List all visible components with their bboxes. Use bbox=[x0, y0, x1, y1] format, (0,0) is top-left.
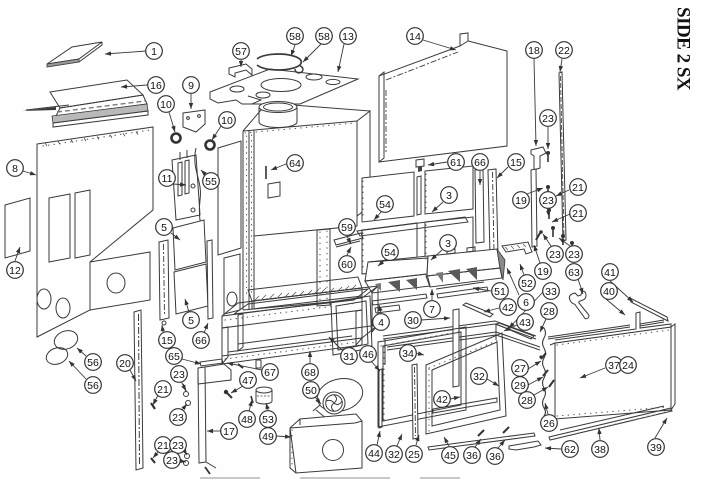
svg-text:10: 10 bbox=[221, 115, 233, 127]
svg-text:45: 45 bbox=[444, 450, 456, 462]
svg-text:16: 16 bbox=[150, 80, 162, 92]
svg-text:23: 23 bbox=[568, 249, 580, 261]
svg-text:27: 27 bbox=[514, 363, 526, 375]
svg-text:28: 28 bbox=[543, 306, 555, 318]
svg-text:30: 30 bbox=[407, 315, 419, 327]
svg-text:SIDE 2 SX: SIDE 2 SX bbox=[673, 7, 694, 91]
svg-text:25: 25 bbox=[408, 449, 420, 461]
svg-text:49: 49 bbox=[262, 431, 274, 443]
svg-text:43: 43 bbox=[519, 317, 531, 329]
svg-text:36: 36 bbox=[489, 451, 501, 463]
svg-text:7: 7 bbox=[429, 304, 435, 316]
svg-text:41: 41 bbox=[604, 267, 616, 279]
svg-text:62: 62 bbox=[564, 444, 576, 456]
svg-text:5: 5 bbox=[161, 222, 167, 234]
svg-text:38: 38 bbox=[594, 444, 606, 456]
svg-text:5: 5 bbox=[188, 315, 194, 327]
svg-text:13: 13 bbox=[342, 31, 354, 43]
svg-text:39: 39 bbox=[650, 442, 662, 454]
svg-text:19: 19 bbox=[515, 195, 527, 207]
svg-text:40: 40 bbox=[603, 286, 615, 298]
svg-text:21: 21 bbox=[157, 440, 169, 452]
svg-text:59: 59 bbox=[341, 222, 353, 234]
svg-text:68: 68 bbox=[304, 367, 316, 379]
svg-text:9: 9 bbox=[188, 80, 194, 92]
svg-text:67: 67 bbox=[264, 367, 276, 379]
svg-text:28: 28 bbox=[521, 395, 533, 407]
svg-text:15: 15 bbox=[510, 157, 522, 169]
svg-text:32: 32 bbox=[473, 371, 485, 383]
svg-text:66: 66 bbox=[195, 335, 207, 347]
svg-text:46: 46 bbox=[362, 349, 374, 361]
svg-text:61: 61 bbox=[450, 157, 462, 169]
svg-text:10: 10 bbox=[160, 99, 172, 111]
svg-text:34: 34 bbox=[402, 348, 414, 360]
svg-text:23: 23 bbox=[173, 369, 185, 381]
svg-text:23: 23 bbox=[549, 249, 561, 261]
svg-text:23: 23 bbox=[542, 195, 554, 207]
svg-text:60: 60 bbox=[341, 259, 353, 271]
svg-text:29: 29 bbox=[514, 380, 526, 392]
svg-text:15: 15 bbox=[161, 335, 173, 347]
svg-text:18: 18 bbox=[528, 45, 540, 57]
svg-text:33: 33 bbox=[545, 286, 557, 298]
svg-text:47: 47 bbox=[242, 375, 254, 387]
svg-text:51: 51 bbox=[494, 286, 506, 298]
svg-text:65: 65 bbox=[168, 351, 180, 363]
svg-text:23: 23 bbox=[172, 440, 184, 452]
svg-text:32: 32 bbox=[388, 449, 400, 461]
svg-text:11: 11 bbox=[162, 173, 173, 185]
svg-text:66: 66 bbox=[474, 157, 486, 169]
svg-text:21: 21 bbox=[572, 208, 584, 220]
svg-text:24: 24 bbox=[622, 360, 634, 372]
svg-text:23: 23 bbox=[172, 412, 184, 424]
svg-text:42: 42 bbox=[436, 394, 448, 406]
svg-text:14: 14 bbox=[409, 31, 421, 43]
svg-text:54: 54 bbox=[384, 247, 396, 259]
svg-text:48: 48 bbox=[241, 414, 253, 426]
svg-text:50: 50 bbox=[305, 385, 317, 397]
svg-text:3: 3 bbox=[446, 190, 452, 202]
svg-text:23: 23 bbox=[166, 455, 178, 467]
svg-text:58: 58 bbox=[289, 31, 301, 43]
svg-text:6: 6 bbox=[523, 297, 529, 309]
svg-text:42: 42 bbox=[502, 302, 514, 314]
svg-text:55: 55 bbox=[205, 176, 217, 188]
svg-text:20: 20 bbox=[119, 358, 131, 370]
svg-text:21: 21 bbox=[572, 182, 584, 194]
svg-text:23: 23 bbox=[542, 113, 554, 125]
svg-text:53: 53 bbox=[262, 414, 274, 426]
svg-text:22: 22 bbox=[558, 45, 570, 57]
svg-text:19: 19 bbox=[537, 266, 549, 278]
svg-text:17: 17 bbox=[223, 426, 235, 438]
svg-text:26: 26 bbox=[543, 418, 555, 430]
svg-text:54: 54 bbox=[379, 199, 391, 211]
svg-text:36: 36 bbox=[466, 450, 478, 462]
svg-text:3: 3 bbox=[445, 238, 451, 250]
svg-text:56: 56 bbox=[87, 380, 99, 392]
svg-text:57: 57 bbox=[235, 46, 247, 58]
svg-text:12: 12 bbox=[9, 265, 21, 277]
svg-text:21: 21 bbox=[157, 384, 169, 396]
svg-text:58: 58 bbox=[318, 31, 330, 43]
svg-text:52: 52 bbox=[521, 278, 533, 290]
svg-text:37: 37 bbox=[608, 360, 620, 372]
svg-text:44: 44 bbox=[368, 448, 380, 460]
svg-text:31: 31 bbox=[343, 351, 355, 363]
svg-text:56: 56 bbox=[87, 357, 99, 369]
svg-text:8: 8 bbox=[12, 163, 18, 175]
svg-text:64: 64 bbox=[289, 158, 301, 170]
svg-text:63: 63 bbox=[568, 267, 580, 279]
svg-text:1: 1 bbox=[151, 46, 157, 58]
svg-text:4: 4 bbox=[378, 317, 384, 329]
